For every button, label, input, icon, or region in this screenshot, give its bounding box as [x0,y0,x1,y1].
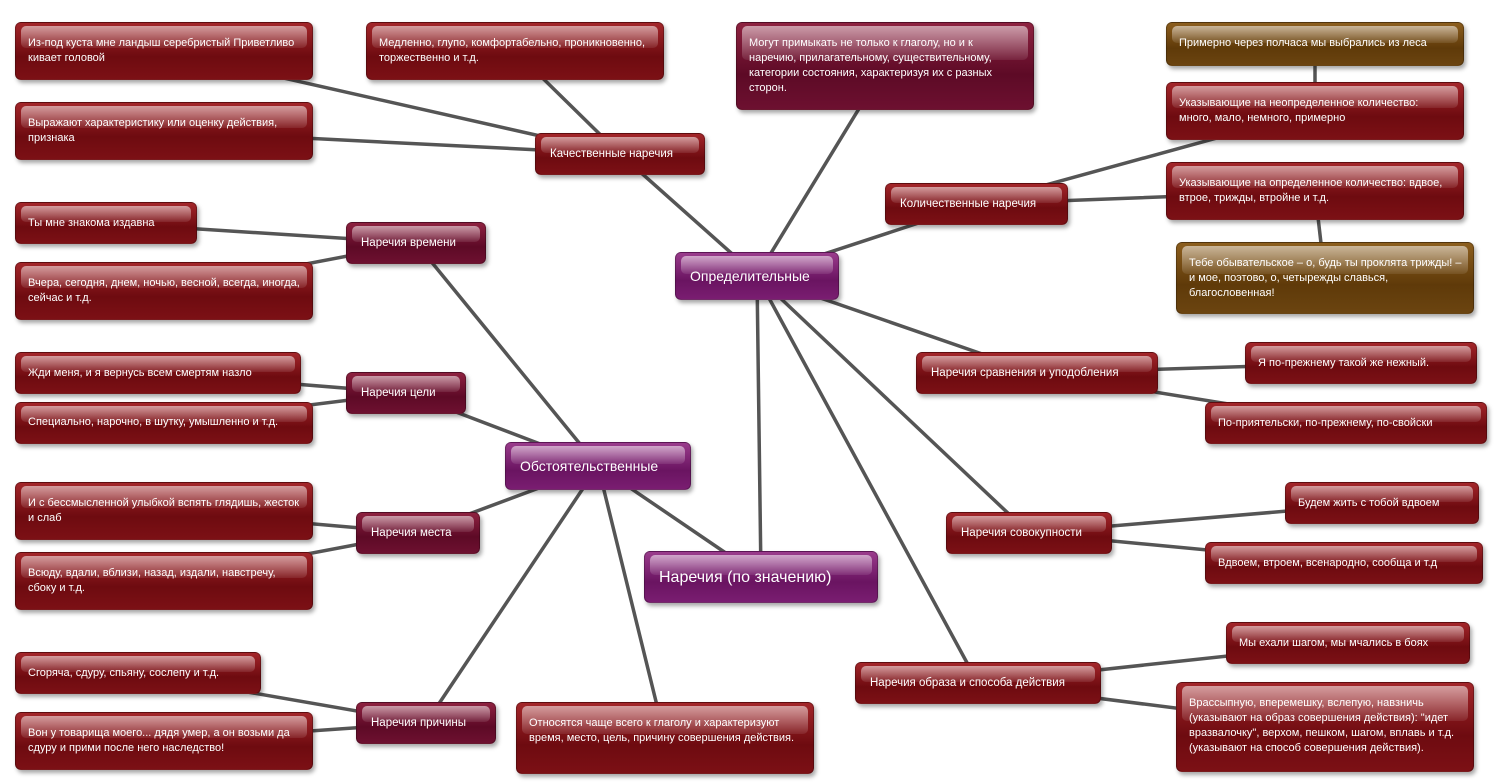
connector-line [755,274,763,579]
group-circumstantial[interactable]: Обстоятельственные [505,442,691,490]
connector-line [424,464,600,725]
note-cause-example: Вон у товарища моего... дядя умер, а он … [15,712,313,770]
note-collectivity-list: Вдвоем, втроем, всенародно, сообща и т.д [1205,542,1483,584]
category-purpose[interactable]: Наречия цели [346,372,466,414]
note-purpose-example: Жди меня, и я вернусь всем смертям назло [15,352,301,394]
note-quality-example: Из-под куста мне ландыш серебристый Прив… [15,22,313,80]
category-time[interactable]: Наречия времени [346,222,486,264]
category-place[interactable]: Наречия места [356,512,480,554]
group-definitive[interactable]: Определительные [675,252,839,300]
note-quality-list: Медленно, глупо, комфортабельно, проникн… [366,22,664,80]
note-quantity-poem: Тебе обывательское – о, будь ты проклята… [1176,242,1474,314]
note-quantity-indefinite: Указывающие на неопределенное количество… [1166,82,1464,140]
note-cause-list: Сгоряча, сдуру, спьяну, сослепу и т.д. [15,652,261,694]
note-comparison-list: По-приятельски, по-прежнему, по-свойски [1205,402,1487,444]
category-collectivity[interactable]: Наречия совокупности [946,512,1112,554]
note-time-list: Вчера, сегодня, днем, ночью, весной, все… [15,262,313,320]
category-quantity[interactable]: Количественные наречия [885,183,1068,225]
connector-line [596,464,667,740]
note-quantity-definite: Указывающие на определенное количество: … [1166,162,1464,220]
note-circumstantial-description: Относятся чаще всего к глаголу и характе… [516,702,814,774]
note-place-list: Всюду, вдали, вблизи, назад, издали, нав… [15,552,313,610]
note-place-example: И с бессмысленной улыбкой вспять глядишь… [15,482,313,540]
note-time-example: Ты мне знакома издавна [15,202,197,244]
note-purpose-list: Специально, нарочно, в шутку, умышленно … [15,402,313,444]
category-quality[interactable]: Качественные наречия [535,133,705,175]
note-quality-description: Выражают характеристику или оценку дейст… [15,102,313,160]
note-comparison-example: Я по-прежнему такой же нежный. [1245,342,1477,384]
center-node[interactable]: Наречия (по значению) [644,551,878,603]
category-cause[interactable]: Наречия причины [356,702,496,744]
category-manner[interactable]: Наречия образа и способа действия [855,662,1101,704]
note-manner-example: Мы ехали шагом, мы мчались в боях [1226,622,1470,664]
connector-line [755,274,1031,535]
connector-line [414,241,600,468]
note-manner-list: Врассыпную, вперемешку, вслепую, навзнич… [1176,682,1474,772]
note-definitive-description: Могут примыкать не только к глаголу, но … [736,22,1034,110]
note-collectivity-example: Будем жить с тобой вдвоем [1285,482,1479,524]
connector-line [755,274,980,685]
note-quantity-example: Примерно через полчаса мы выбрались из л… [1166,22,1464,66]
category-comparison[interactable]: Наречия сравнения и уподобления [916,352,1158,394]
